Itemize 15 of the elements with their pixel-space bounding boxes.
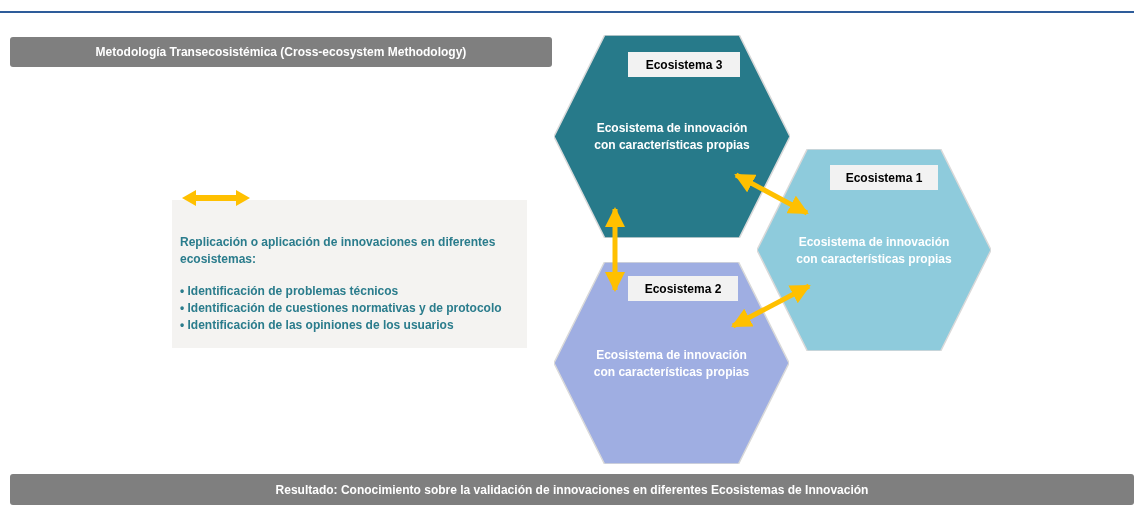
ecosystem-label: Ecosistema 1	[830, 165, 938, 190]
ecosystem-label: Ecosistema 3	[628, 52, 740, 77]
double-arrow	[605, 207, 625, 292]
bullet-item: • Identificación de problemas técnicos	[180, 283, 400, 300]
bullet-item: • Identificación de cuestiones normativas y de protocolo	[180, 300, 503, 317]
ecosystem-description: Ecosistema de innovación con características propias	[593, 120, 751, 154]
bullet-item: • Identificación de las opiniones de los usuarios	[180, 317, 455, 334]
ecosystem-label: Ecosistema 2	[628, 276, 738, 301]
double-arrow	[734, 172, 809, 216]
ecosystem-description: Ecosistema de innovación con características propias	[592, 347, 751, 381]
legend-text: Replicación o aplicación de innovaciones en diferentes ecosistemas:	[180, 234, 497, 268]
double-arrow	[731, 283, 811, 329]
ecosystem-description: Ecosistema de innovación con características propias	[795, 234, 953, 268]
title-bar: Metodología Transecosistémica (Cross-ecosystem Methodology)	[10, 37, 552, 67]
result-bar: Resultado: Conocimiento sobre la validación de innovaciones en diferentes Ecosistemas de Innovación	[10, 474, 1134, 505]
